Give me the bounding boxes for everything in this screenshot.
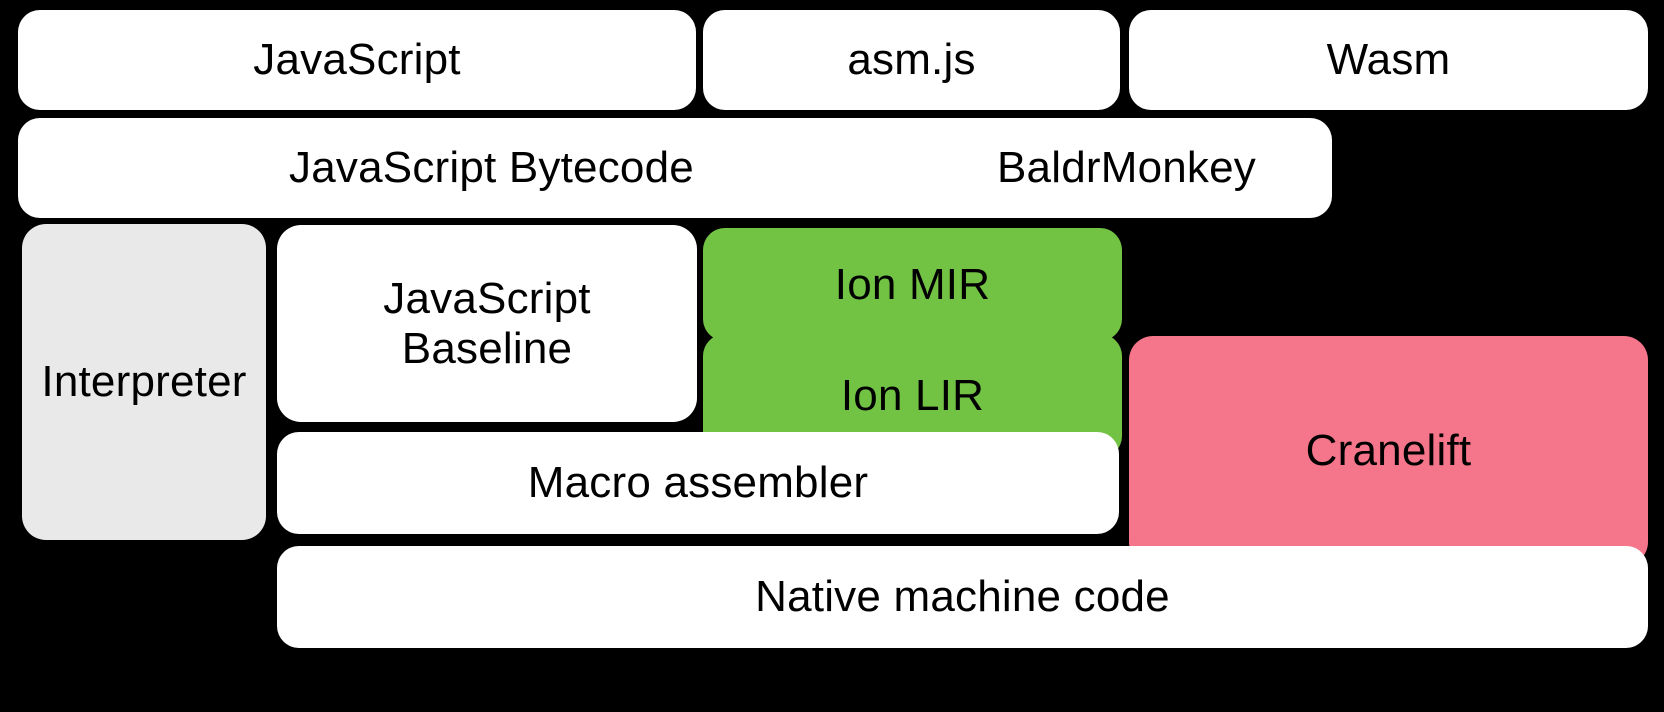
node-javascript-bytecode: JavaScript Bytecode	[18, 118, 965, 218]
node-ion-mir: Ion MIR	[703, 228, 1122, 341]
node-interpreter: Interpreter	[22, 224, 266, 540]
node-wasm: Wasm	[1129, 10, 1648, 110]
node-macro-assembler: Macro assembler	[277, 432, 1119, 534]
node-cranelift: Cranelift	[1129, 336, 1648, 566]
node-baldrmonkey: BaldrMonkey	[921, 118, 1332, 218]
node-asm-js: asm.js	[703, 10, 1120, 110]
node-javascript: JavaScript	[18, 10, 696, 110]
node-javascript-baseline: JavaScript Baseline	[277, 225, 697, 422]
node-native-machine-code: Native machine code	[277, 546, 1648, 648]
